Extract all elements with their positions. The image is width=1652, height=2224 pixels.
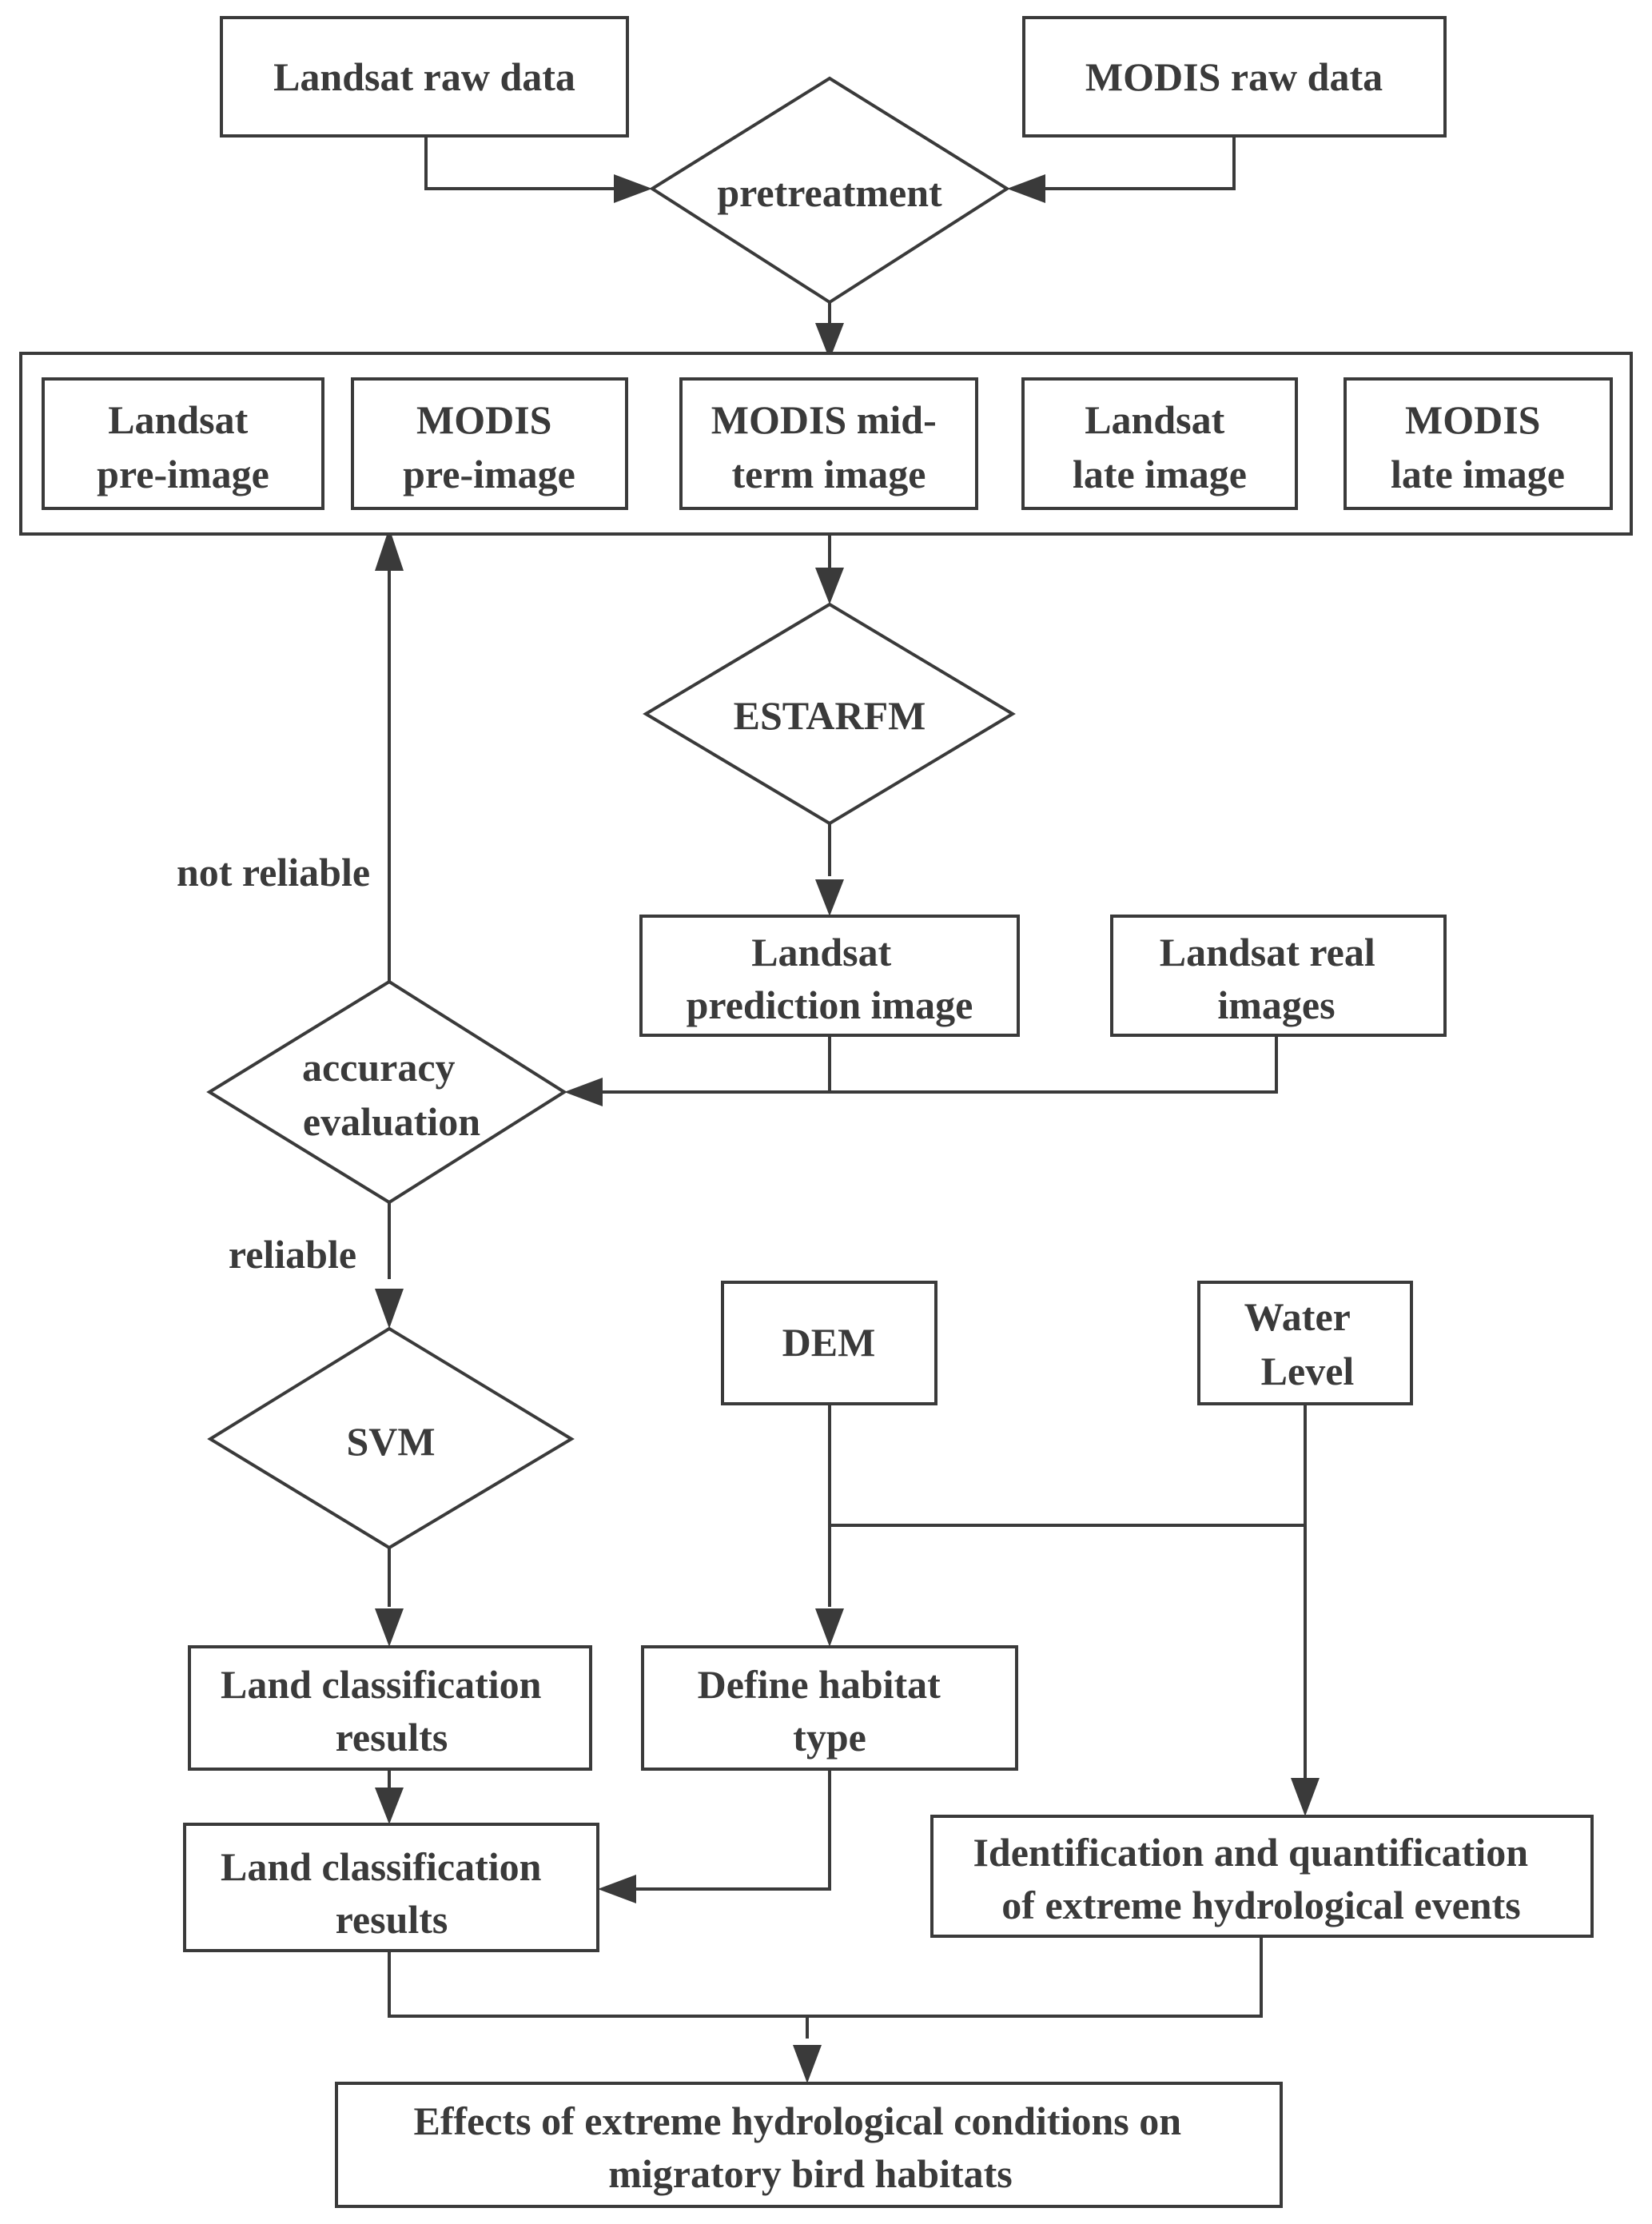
- arrowhead-down: [375, 1289, 404, 1329]
- effects-label: Effects of extreme hydrological conditio…: [413, 2098, 1191, 2196]
- landsat-late-image-box: Landsat late image: [1021, 377, 1298, 510]
- modis-raw-data-box: MODIS raw data: [1022, 16, 1447, 138]
- arrowhead-down: [375, 1608, 404, 1647]
- arrowhead-down: [815, 879, 844, 916]
- accuracy-evaluation-decision: accuracy evaluation: [206, 979, 567, 1205]
- svm-decision: SVM: [207, 1326, 575, 1550]
- reliable-label: reliable: [229, 1232, 356, 1277]
- arrowhead-right: [614, 174, 652, 203]
- landsat-raw-data-box: Landsat raw data: [220, 16, 629, 138]
- estarfm-decision: ESTARFM: [643, 602, 1016, 826]
- modis-pre-image-box: MODIS pre-image: [351, 377, 628, 510]
- modis-mid-term-image-label: MODIS mid- term image: [711, 397, 946, 496]
- water-level-label: Water Level: [1244, 1294, 1360, 1393]
- pretreatment-decision: pretreatment: [649, 76, 1010, 305]
- water-level-box: Water Level: [1197, 1281, 1413, 1405]
- modis-mid-term-image-box: MODIS mid- term image: [679, 377, 978, 510]
- estarfm-label: ESTARFM: [734, 693, 926, 738]
- define-habitat-type-label: Define habitat type: [698, 1662, 951, 1760]
- landsat-prediction-image-label: Landsat prediction image: [687, 930, 973, 1027]
- accuracy-evaluation-label: accuracy evaluation: [302, 1045, 480, 1144]
- modis-raw-data-label: MODIS raw data: [1085, 54, 1383, 99]
- dem-label: DEM: [782, 1320, 876, 1365]
- landsat-real-images-box: Landsat real images: [1110, 915, 1447, 1037]
- connectors: [375, 136, 1320, 2083]
- landsat-real-images-label: Landsat real images: [1160, 930, 1385, 1027]
- arrowhead-left: [564, 1078, 603, 1106]
- effects-box: Effects of extreme hydrological conditio…: [335, 2082, 1283, 2208]
- modis-late-image-label: MODIS late image: [1391, 397, 1565, 496]
- arrowhead-up: [375, 528, 404, 571]
- identification-quantification-label: Identification and quantification of ext…: [973, 1830, 1538, 1927]
- landsat-prediction-image-box: Landsat prediction image: [639, 915, 1020, 1037]
- pretreatment-label: pretreatment: [717, 170, 942, 215]
- land-classification-results-box-2: Land classification results: [183, 1823, 599, 1952]
- edge-habitat-to-landclass2: [627, 1769, 831, 1891]
- landsat-pre-image-label: Landsat pre-image: [97, 397, 269, 496]
- edge-real-to-accuracy: [588, 1035, 1278, 1094]
- not-reliable-label: not reliable: [177, 850, 370, 895]
- arrowhead-down: [815, 323, 844, 360]
- arrowhead-down: [793, 2045, 822, 2083]
- landsat-raw-data-label: Landsat raw data: [273, 54, 575, 99]
- edge-identification-to-effects: [807, 1936, 1263, 2018]
- svm-label: SVM: [346, 1419, 435, 1464]
- landsat-pre-image-box: Landsat pre-image: [42, 377, 324, 510]
- edge-landsat-raw-to-pretreatment: [424, 136, 628, 190]
- arrowhead-left: [598, 1875, 636, 1903]
- edge-modis-raw-to-pretreatment: [1031, 136, 1236, 190]
- arrowhead-down: [815, 1608, 844, 1647]
- modis-pre-image-label: MODIS pre-image: [403, 397, 575, 496]
- identification-quantification-box: Identification and quantification of ext…: [930, 1815, 1594, 1938]
- land-classification-results-label-2: Land classification results: [221, 1844, 551, 1942]
- land-classification-results-box-1: Land classification results: [188, 1645, 592, 1771]
- modis-late-image-box: MODIS late image: [1343, 377, 1613, 510]
- arrowhead-down: [815, 568, 844, 604]
- arrowhead-down: [375, 1788, 404, 1824]
- define-habitat-type-box: Define habitat type: [641, 1645, 1018, 1771]
- arrowhead-left: [1007, 174, 1045, 203]
- dem-box: DEM: [721, 1281, 937, 1405]
- arrowhead-down: [1291, 1778, 1320, 1816]
- land-classification-results-label-1: Land classification results: [221, 1662, 551, 1760]
- edge-landclass2-to-effects: [388, 1951, 809, 2039]
- landsat-late-image-label: Landsat late image: [1073, 397, 1247, 496]
